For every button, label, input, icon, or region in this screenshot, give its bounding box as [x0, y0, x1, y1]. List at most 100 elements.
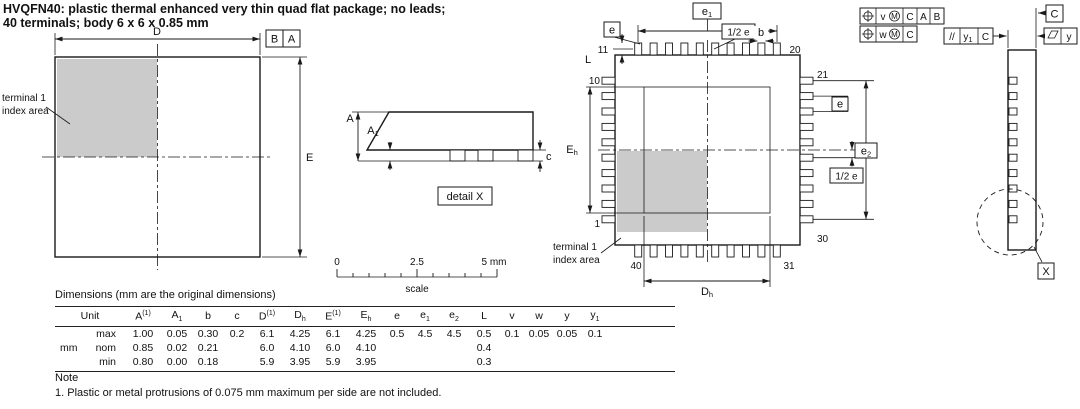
terminal-pads-right — [799, 76, 814, 224]
cell: 4.25 — [289, 328, 311, 341]
flatness-frame: y — [1037, 27, 1078, 45]
flatness-symbol-icon — [1047, 30, 1059, 39]
dim-label-c: c — [546, 151, 552, 163]
tol1-value: v — [881, 12, 886, 23]
parallelism-frame: // y1 C — [943, 27, 1007, 45]
parallelism-symbol: // — [949, 32, 955, 43]
table-row-nom: mm nom 0.85 0.02 0.21 6.0 4.10 6.0 4.10 … — [55, 341, 675, 355]
cell: 0.05 — [556, 328, 578, 341]
cell: 4.10 — [355, 342, 377, 355]
table-row-min: min 0.80 0.00 0.18 5.9 3.95 5.9 3.95 0.3 — [55, 355, 675, 373]
dim-label-e1: e1 — [702, 6, 712, 19]
row-label: min — [89, 355, 125, 373]
cell — [499, 355, 525, 373]
dim-label-l: L — [585, 54, 591, 66]
body-profile — [365, 111, 534, 151]
cell — [525, 341, 553, 355]
col-header-fill — [609, 305, 675, 328]
unit-cell — [55, 355, 89, 373]
cell: 4.5 — [446, 328, 462, 341]
dim-label-e-right: e — [837, 99, 843, 111]
table-row-max: max 1.00 0.05 0.30 0.2 6.1 4.25 6.1 4.25… — [55, 327, 675, 342]
cell: 3.95 — [349, 355, 383, 373]
pin-label-11: 11 — [598, 45, 609, 56]
scale-ticks — [336, 269, 498, 277]
tol2-value: w — [878, 30, 887, 41]
cell: 6.0 — [259, 342, 275, 355]
cell: 0.5 — [476, 328, 492, 341]
cell: 6.1 — [325, 328, 341, 341]
dim-box-half-e-right — [829, 167, 864, 184]
cell: 4.10 — [289, 342, 311, 355]
side-view: A A1 c detail X — [346, 111, 552, 206]
datum-box-a — [282, 29, 301, 48]
dim-label-e2: e2 — [861, 146, 871, 159]
tolerance-frame-position-w: w M C — [859, 25, 918, 43]
pin-label-31: 31 — [783, 261, 795, 272]
datum-label-c: C — [1051, 9, 1059, 21]
extension-lines — [54, 33, 307, 258]
col-header-l: L — [469, 305, 499, 328]
scale-tick-max: 5 mm — [482, 257, 507, 268]
cell: 0.30 — [197, 328, 219, 341]
index-leader-line — [45, 106, 71, 125]
tol1-datum-a: A — [920, 12, 927, 23]
cell: 0.21 — [197, 342, 219, 355]
tol2-datum-c: C — [906, 30, 913, 41]
dim-label-b: b — [758, 27, 764, 39]
cell-fill — [609, 327, 675, 342]
cell: 0.05 — [166, 328, 188, 341]
cell — [581, 355, 609, 373]
scale-label: scale — [405, 284, 429, 295]
col-header-d: D(1) — [251, 305, 283, 328]
col-header-e: E(1) — [317, 305, 349, 328]
col-header-eh: Eh — [349, 305, 383, 328]
dimensions-table: Unit A(1) A1 b c D(1) Dh E(1) Eh e e1 e2… — [55, 305, 675, 373]
title-line-1: HVQFN40: plastic thermal enhanced very t… — [3, 2, 446, 16]
col-header-y: y — [553, 305, 581, 328]
cell: 0.18 — [193, 355, 223, 373]
datum-box-c — [1045, 4, 1064, 23]
dim-label-d: D — [153, 26, 161, 38]
dim-label-e: E — [306, 152, 313, 164]
cell: 0.00 — [161, 355, 193, 373]
tol1-modifier: M — [891, 12, 898, 21]
cell — [223, 355, 251, 373]
position-symbol-icon — [862, 10, 874, 22]
cell: 0.2 — [229, 328, 245, 341]
detail-x-ref-box — [1037, 262, 1055, 280]
parallelism-datum: C — [982, 32, 989, 43]
note-heading: Note — [55, 372, 79, 384]
col-header-a: A(1) — [125, 305, 161, 328]
scale-bar: 0 2.5 5 mm scale — [334, 257, 506, 295]
col-header-dh: Dh — [283, 305, 317, 328]
parallelism-tol-y1: y1 — [963, 32, 972, 44]
dim-label-eh: Eh — [566, 144, 578, 157]
cell — [383, 341, 411, 355]
dim-box-e-right — [831, 96, 849, 112]
cell-fill — [609, 341, 675, 355]
cell: 5.9 — [317, 355, 349, 373]
cell: 4.25 — [355, 328, 377, 341]
terminal-pads-top — [634, 42, 781, 56]
tol1-datum-c: C — [906, 12, 913, 23]
col-header-unit: Unit — [55, 305, 125, 328]
row-label: nom — [95, 342, 116, 355]
mmc-symbol-icon — [889, 10, 900, 22]
dim-label-a1: A1 — [367, 125, 379, 138]
cell — [439, 341, 469, 355]
cell — [439, 355, 469, 373]
dim-label-half-e-top: 1/2 e — [727, 28, 750, 39]
table-header-row: Unit A(1) A1 b c D(1) Dh E(1) Eh e e1 e2… — [55, 305, 675, 328]
dim-box-e-top — [603, 21, 621, 38]
cell: 0.1 — [504, 328, 520, 341]
dim-label-e-top: e — [609, 25, 615, 37]
terminal1-index-label2: index area — [2, 106, 49, 117]
scale-tick-0: 0 — [334, 257, 340, 268]
detail-x-label: detail X — [447, 191, 484, 203]
right-side-view: C // y1 C y X — [943, 4, 1078, 280]
scale-tick-mid: 2.5 — [410, 257, 424, 268]
cell: 0.5 — [389, 328, 405, 341]
dim-box-e1 — [692, 2, 722, 20]
terminal1-index-label: terminal 1 — [2, 93, 46, 104]
